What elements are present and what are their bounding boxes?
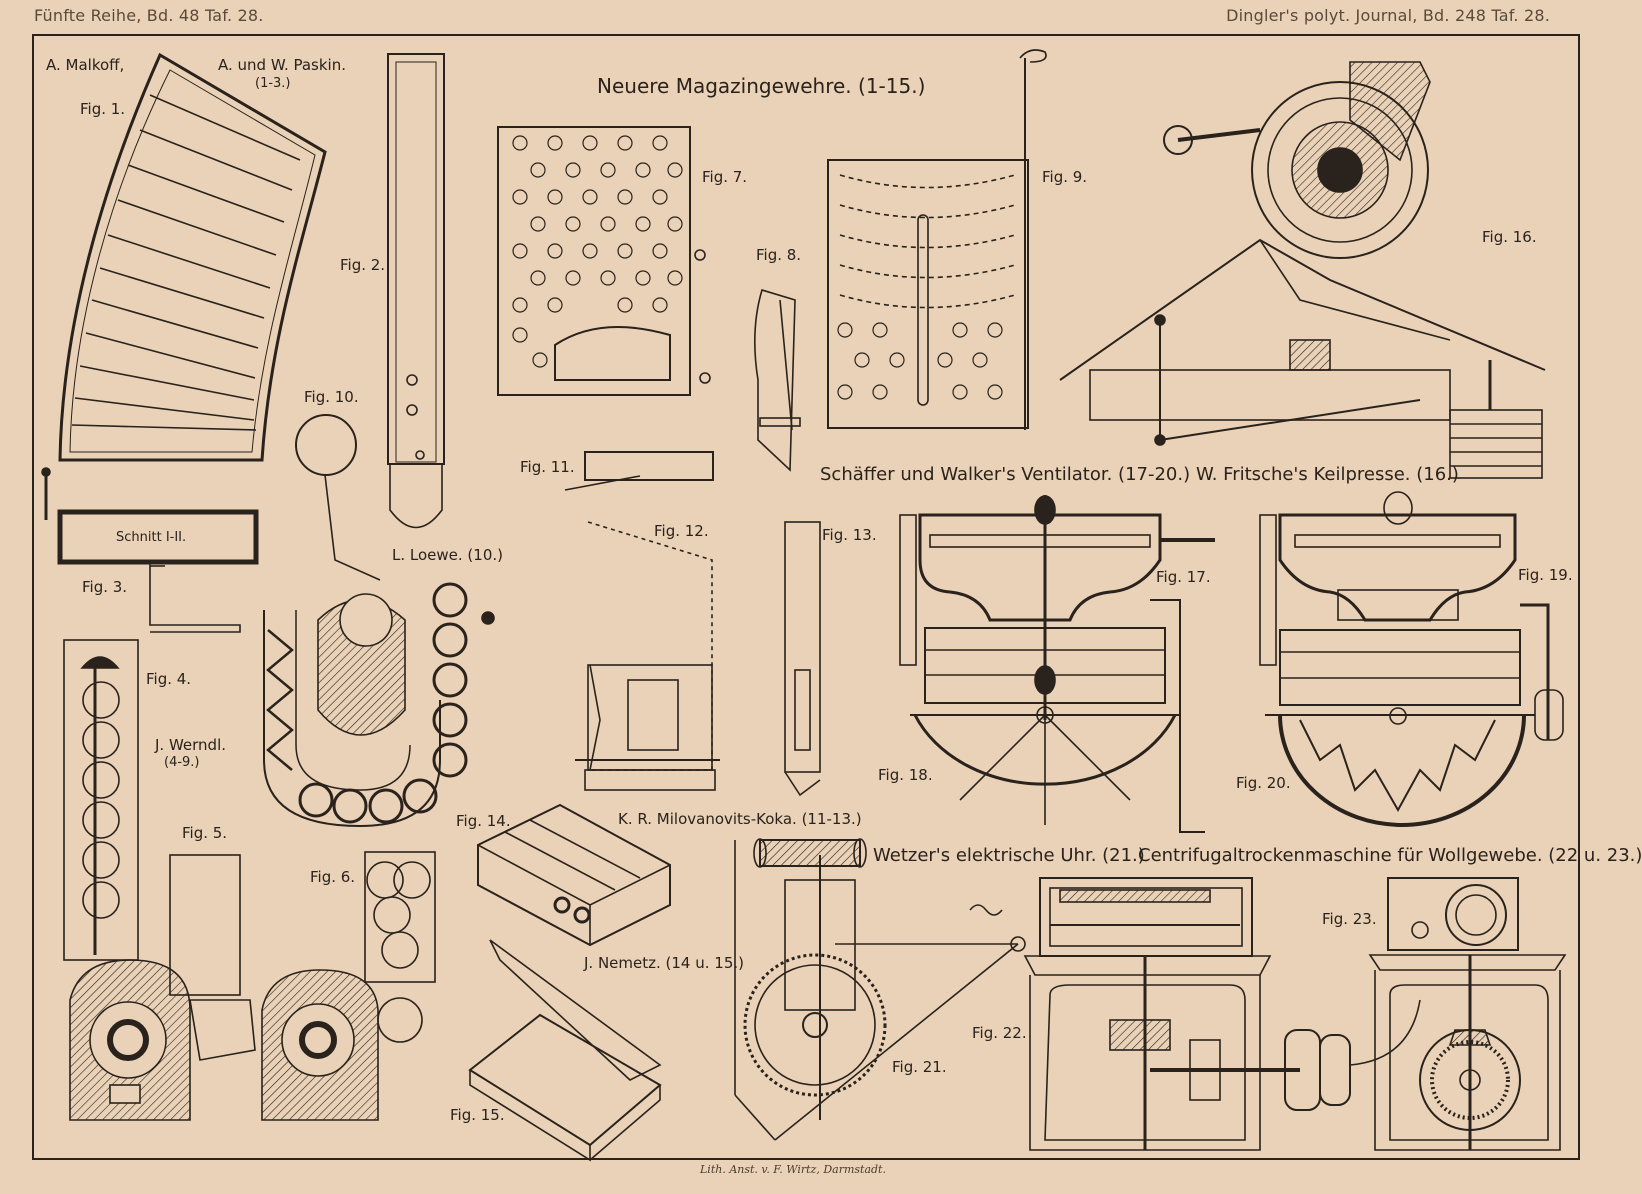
fig17-label: Fig. 17.	[1156, 568, 1211, 586]
header-right: Dingler's polyt. Journal, Bd. 248 Taf. 2…	[1226, 6, 1550, 25]
fig13-strip	[784, 521, 821, 797]
fig8-label: Fig. 8.	[756, 246, 802, 264]
centrifugal-section-title: Centrifugaltrockenmaschine für Wollgeweb…	[1138, 845, 1642, 866]
schnitt-label: Schnitt I-II.	[116, 530, 187, 545]
fig18-wheel	[910, 706, 1180, 825]
fig7-plate	[497, 126, 711, 396]
fig21-clock	[734, 838, 1026, 1141]
keilpresse-section-title: W. Fritsche's Keilpresse. (16.)	[1196, 464, 1459, 485]
magazine-section-title: Neuere Magazingewehre. (1-15.)	[597, 74, 926, 98]
fig6-bolt	[261, 851, 436, 1121]
fig2-label: Fig. 2.	[340, 256, 386, 274]
fig7-label: Fig. 7.	[702, 168, 748, 186]
fig5-bolt	[69, 854, 256, 1121]
fig14-label: Fig. 14.	[456, 812, 511, 830]
fig18-label: Fig. 18.	[878, 766, 933, 784]
fig21-label: Fig. 21.	[892, 1058, 947, 1076]
fig17-ventilator	[899, 495, 1215, 833]
fig16-keilpresse	[1059, 61, 1546, 479]
paskin-range: (1-3.)	[255, 76, 291, 91]
fig6-label: Fig. 6.	[310, 868, 356, 886]
fig12-label: Fig. 12.	[654, 522, 709, 540]
loewe-label: L. Loewe. (10.)	[392, 546, 503, 564]
lithographer-credit: Lith. Anst. v. F. Wirtz, Darmstadt.	[700, 1163, 886, 1176]
fig22-centrifugal	[1023, 877, 1351, 1151]
fig11-label: Fig. 11.	[520, 458, 575, 476]
fig2-strip	[387, 53, 445, 529]
fig13-label: Fig. 13.	[822, 526, 877, 544]
fig19-ventilator	[1259, 491, 1564, 741]
malkoff-label: A. Malkoff,	[46, 56, 125, 74]
fig11-clip	[564, 451, 714, 491]
plate-frame	[32, 34, 1580, 1160]
fig19-label: Fig. 19.	[1518, 566, 1573, 584]
fig9-plate	[827, 49, 1047, 430]
fig1-curved-magazine	[41, 52, 327, 520]
fig9-label: Fig. 9.	[1042, 168, 1088, 186]
paskin-label: A. und W. Paskin.	[218, 56, 346, 74]
fig3-label: Fig. 3.	[82, 578, 128, 596]
fig4-label: Fig. 4.	[146, 670, 192, 688]
fig16-label: Fig. 16.	[1482, 228, 1537, 246]
fig23-centrifugal	[1349, 877, 1567, 1151]
fig23-label: Fig. 23.	[1322, 910, 1377, 928]
fig5-label: Fig. 5.	[182, 824, 228, 842]
fig15-tray	[468, 939, 662, 1162]
fig10-label: Fig. 10.	[304, 388, 359, 406]
fig20-label: Fig. 20.	[1236, 774, 1291, 792]
fig10-loewe	[263, 414, 495, 828]
ventilator-section-title: Schäffer und Walker's Ventilator. (17-20…	[820, 464, 1191, 485]
nemetz-label: J. Nemetz. (14 u. 15.)	[584, 954, 744, 972]
fig3-section	[57, 509, 259, 633]
werndl-range: (4-9.)	[164, 755, 200, 770]
fig14-cartridge-box	[477, 803, 671, 947]
uhr-section-title: Wetzer's elektrische Uhr. (21.)	[873, 845, 1145, 866]
fig1-label: Fig. 1.	[80, 100, 126, 118]
fig22-label: Fig. 22.	[972, 1024, 1027, 1042]
header-left: Fünfte Reihe, Bd. 48 Taf. 28.	[34, 6, 264, 25]
werndl-label: J. Werndl.	[155, 736, 227, 754]
fig8-side	[754, 289, 801, 472]
fig12-box	[575, 521, 720, 791]
fig4-tube	[63, 639, 139, 961]
fig15-label: Fig. 15.	[450, 1106, 505, 1124]
milovanovits-label: K. R. Milovanovits-Koka. (11-13.)	[618, 810, 862, 828]
fig20-wheel	[1265, 707, 1535, 827]
